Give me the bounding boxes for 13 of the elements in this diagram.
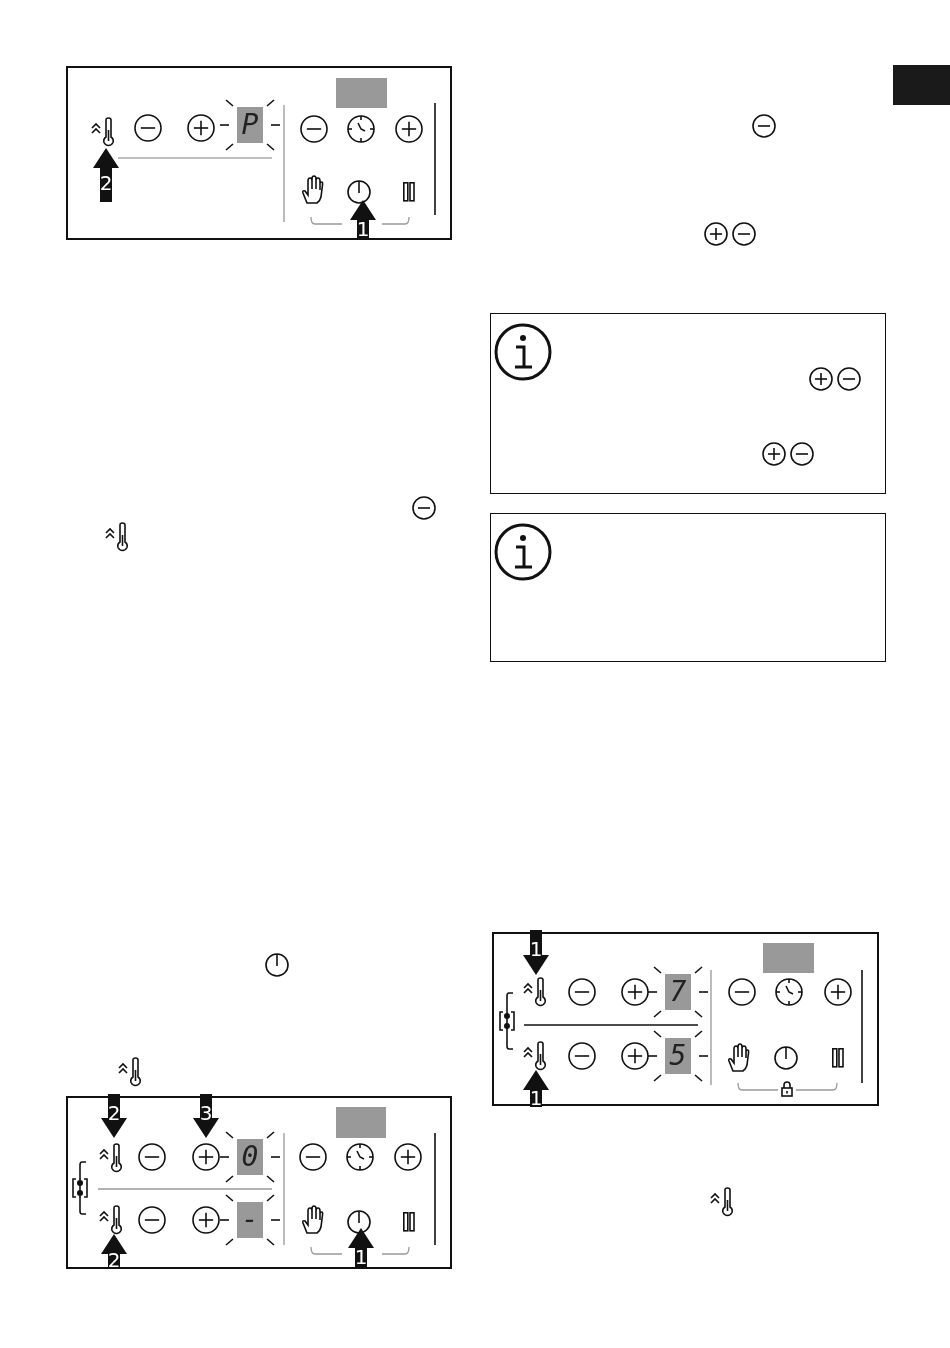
digit-display: - <box>237 1202 263 1238</box>
callout-number: 2 <box>106 1249 122 1272</box>
callout-number: 3 <box>198 1101 214 1124</box>
callout-number: 1 <box>528 938 544 961</box>
callout-number: 2 <box>98 172 114 195</box>
digit-display: 0 <box>237 1139 263 1175</box>
digit-display: 7 <box>665 974 691 1010</box>
callout-number: 2 <box>106 1101 122 1124</box>
digit-display: 5 <box>665 1038 691 1074</box>
callout-number: 1 <box>355 218 371 240</box>
digit-display: P <box>237 107 263 143</box>
callout-number: 1 <box>353 1246 369 1268</box>
callout-number: 1 <box>528 1086 544 1109</box>
